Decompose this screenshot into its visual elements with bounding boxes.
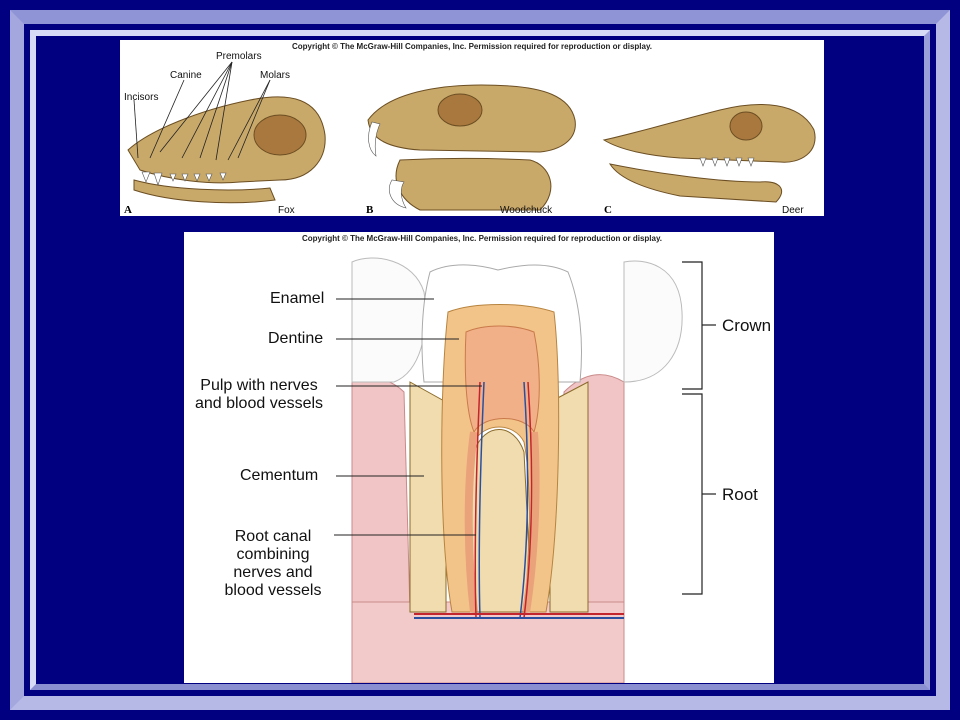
neighbor-tooth-right	[623, 260, 683, 383]
slide-frame-outer	[10, 10, 950, 710]
tooth-illustration	[334, 257, 716, 683]
crown-root-brackets	[682, 261, 716, 595]
label-incisors: Incisors	[124, 92, 159, 103]
panel-letter-b: B	[366, 204, 374, 216]
label-root: Root	[722, 485, 758, 504]
bone-center	[465, 429, 533, 613]
deer-teeth	[699, 157, 755, 167]
panel-name-fox: Fox	[278, 205, 295, 216]
skulls-illustration	[127, 61, 816, 211]
fox-teeth	[141, 171, 227, 186]
panel-name-woodchuck: Woodchuck	[500, 205, 553, 216]
label-enamel: Enamel	[270, 290, 325, 307]
pulp	[464, 325, 540, 434]
label-root-canal: Root canal combining nerves and blood ve…	[224, 528, 322, 599]
root-canal	[464, 431, 540, 613]
woodchuck-skull	[367, 84, 576, 211]
bone-left	[409, 381, 447, 613]
deer-skull	[602, 104, 816, 203]
skulls-figure: Copyright © The McGraw-Hill Companies, I…	[120, 40, 824, 216]
woodchuck-incisors	[368, 121, 407, 209]
label-crown: Crown	[722, 316, 772, 335]
label-cementum: Cementum	[240, 467, 319, 484]
label-pulp: Pulp with nerves and blood vessels	[194, 377, 324, 412]
panel-letter-a: A	[124, 204, 132, 216]
label-premolars: Premolars	[216, 51, 262, 62]
nerves-vessels	[474, 381, 533, 619]
tooth-copyright: Copyright © The McGraw-Hill Companies, I…	[302, 234, 663, 243]
slide-frame-inner	[30, 30, 930, 690]
tooth-figure: Copyright © The McGraw-Hill Companies, I…	[184, 232, 774, 683]
panel-name-deer: Deer	[782, 205, 804, 216]
panel-letter-c: C	[604, 204, 612, 216]
neighbor-tooth-left	[351, 257, 427, 383]
label-dentine: Dentine	[268, 330, 324, 347]
fox-skull	[127, 96, 326, 204]
label-canine: Canine	[170, 70, 202, 81]
label-molars: Molars	[260, 70, 291, 81]
fox-pointer-lines	[133, 61, 271, 161]
skulls-copyright: Copyright © The McGraw-Hill Companies, I…	[292, 42, 653, 51]
tooth-leader-lines	[334, 298, 482, 536]
jaw-base	[351, 601, 625, 683]
